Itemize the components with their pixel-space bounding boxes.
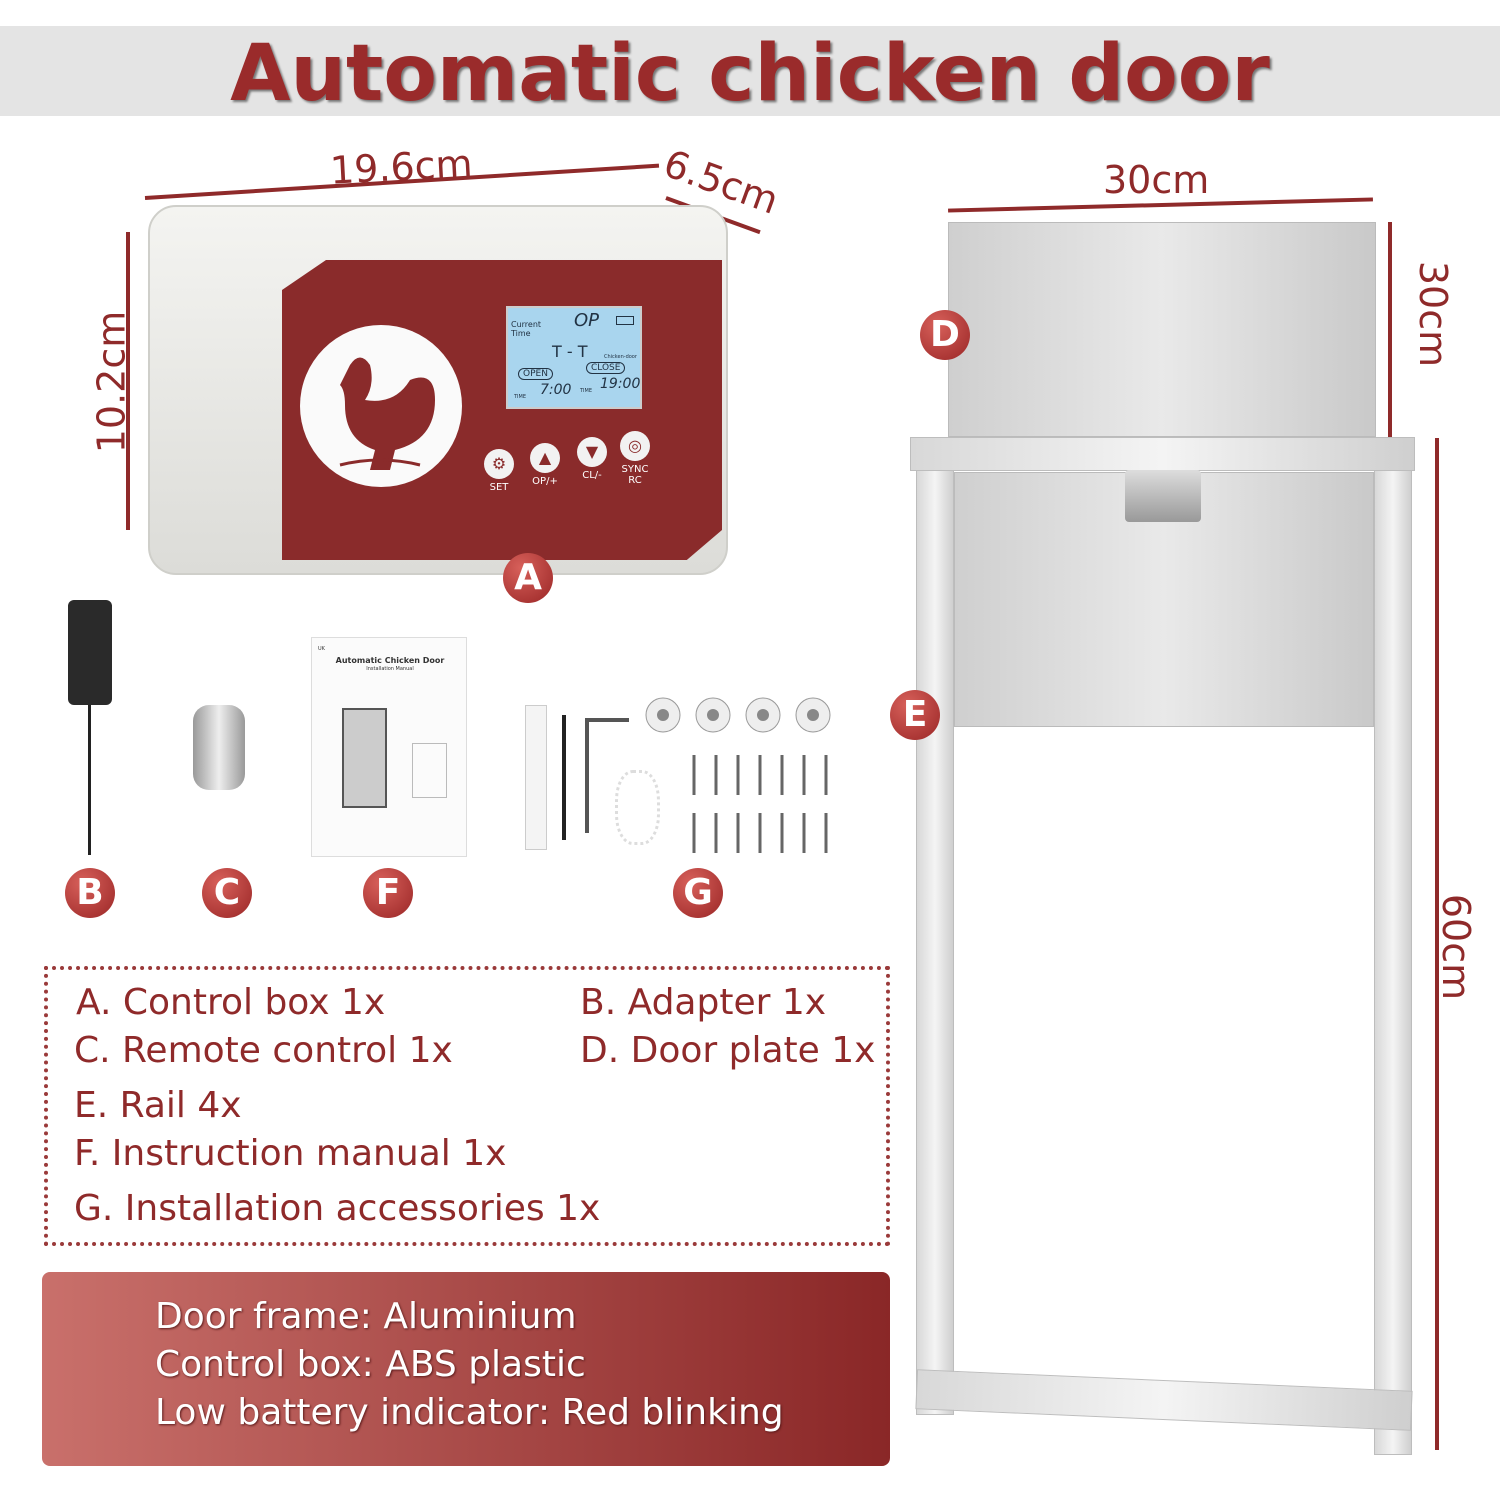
lcd-time-label: Time xyxy=(511,329,531,338)
lcd-close-time: 19:00 xyxy=(600,376,641,392)
list-item: G. Installation accessories 1x xyxy=(74,1188,601,1229)
screws xyxy=(686,755,831,855)
manual-subtitle: Installation Manual xyxy=(366,666,414,672)
badge-e: E xyxy=(890,690,940,740)
open-plus-button[interactable]: ▲ xyxy=(530,443,560,473)
sync-rc-button[interactable]: ◎ xyxy=(620,431,650,461)
list-item: C. Remote control 1x xyxy=(74,1030,453,1071)
contents-list xyxy=(44,966,890,1246)
rollers xyxy=(643,695,843,735)
lcd-mode: OP xyxy=(574,310,600,331)
set-button[interactable]: ⚙ xyxy=(484,449,514,479)
close-minus-button[interactable]: ▼ xyxy=(577,437,607,467)
lcd-close-time-label: TIME xyxy=(580,388,593,394)
instruction-manual: UK Automatic Chicken Door Installation M… xyxy=(311,637,467,857)
badge-g: G xyxy=(673,868,723,918)
dimension-line xyxy=(126,232,130,530)
manual-lang: UK xyxy=(318,646,325,652)
lcd-open-time-label: TIME xyxy=(514,394,527,400)
measuring-tape xyxy=(525,705,547,850)
badge-b: B xyxy=(65,868,115,918)
allen-key xyxy=(585,718,629,833)
lcd-open-label: OPEN xyxy=(518,368,553,380)
rail-right xyxy=(1374,470,1412,1455)
dimension-line xyxy=(1435,438,1439,1450)
rail-bottom xyxy=(915,1369,1413,1431)
screwdriver xyxy=(562,715,566,840)
rail-top xyxy=(910,437,1415,471)
adapter xyxy=(68,600,112,705)
plate-height-label: 30cm xyxy=(1411,260,1456,368)
lcd-open-time: 7:00 xyxy=(540,382,572,398)
sync-button-label: SYNC RC xyxy=(621,464,649,486)
manual-title: Automatic Chicken Door xyxy=(335,656,445,665)
manual-illustration xyxy=(342,708,387,808)
specs-panel xyxy=(42,1272,890,1466)
string xyxy=(615,770,660,845)
lcd-center: T - T xyxy=(552,342,588,361)
list-item: B. Adapter 1x xyxy=(580,982,827,1023)
rooster-logo xyxy=(300,325,462,487)
list-item: F. Instruction manual 1x xyxy=(74,1133,507,1174)
list-item: A. Control box 1x xyxy=(76,982,386,1023)
close-button-label: CL/- xyxy=(582,470,602,481)
lcd-current-label: Current xyxy=(511,320,542,329)
box-height-label: 10.2cm xyxy=(89,310,134,454)
battery-icon xyxy=(616,316,634,325)
spec-battery-indicator: Low battery indicator: Red blinking xyxy=(155,1392,784,1433)
list-item: D. Door plate 1x xyxy=(580,1030,876,1071)
door-plate-upper xyxy=(948,222,1376,437)
badge-d: D xyxy=(920,310,970,360)
box-width-label: 19.6cm xyxy=(328,141,474,193)
spec-control-box: Control box: ABS plastic xyxy=(155,1344,586,1385)
target-icon: ◎ xyxy=(628,436,642,455)
lcd-close-label: CLOSE xyxy=(586,362,626,374)
list-item: E. Rail 4x xyxy=(74,1085,242,1126)
frame-height-label: 60cm xyxy=(1434,893,1479,1001)
triangle-up-icon: ▲ xyxy=(538,448,552,467)
manual-illustration-box xyxy=(412,743,447,798)
spec-door-frame: Door frame: Aluminium xyxy=(155,1296,577,1337)
adapter-cable xyxy=(88,705,98,855)
lcd-house-label: Chicken-door xyxy=(604,354,637,360)
badge-c: C xyxy=(202,868,252,918)
gear-icon: ⚙ xyxy=(491,454,507,473)
page-title: Automatic chicken door xyxy=(230,29,1270,119)
door-width-label: 30cm xyxy=(1103,158,1210,202)
triangle-down-icon: ▼ xyxy=(585,442,599,461)
badge-f: F xyxy=(363,868,413,918)
set-button-label: SET xyxy=(489,482,509,493)
open-button-label: OP/+ xyxy=(532,476,558,487)
remote-control xyxy=(193,705,245,790)
title-band xyxy=(0,26,1500,116)
badge-a: A xyxy=(503,553,553,603)
door-latch xyxy=(1125,470,1201,522)
rail-left xyxy=(916,470,954,1415)
